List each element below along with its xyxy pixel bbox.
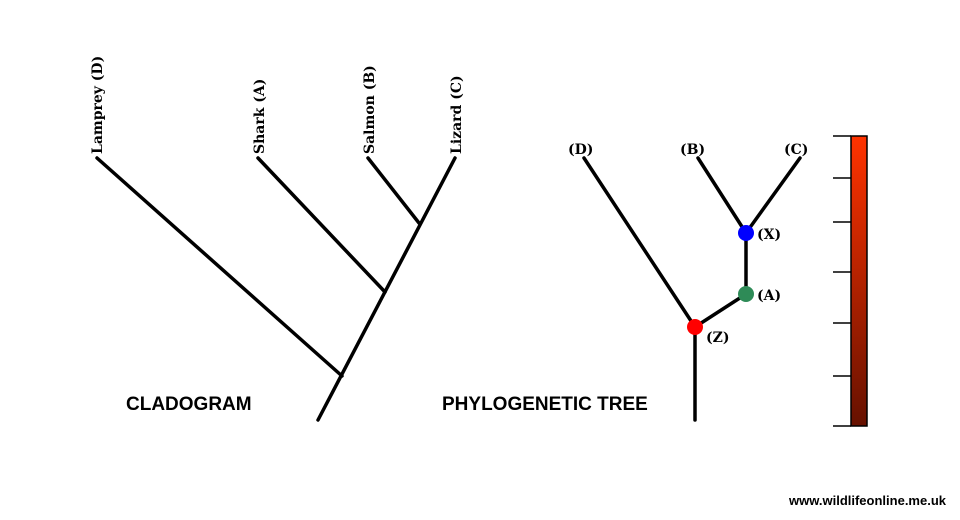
- tree-node-a: [738, 286, 754, 302]
- tree-branch-b: [696, 156, 748, 235]
- phylogenetic-tree: (D) (B) (C) (X) (A) (Z) PHYLOGENETIC TRE…: [442, 142, 808, 422]
- tree-node-x-label: (X): [757, 227, 781, 243]
- tree-branch-z-a: [693, 292, 748, 329]
- source-credit: www.wildlifeonline.me.uk: [789, 493, 946, 508]
- cladogram-branch-lamprey: [95, 156, 344, 378]
- cladogram-taxon-shark: Shark (A): [252, 79, 268, 154]
- cladogram-branch-shark: [256, 156, 387, 294]
- cladogram-branch-salmon: [366, 156, 421, 225]
- cladogram-taxon-lamprey: Lamprey (D): [90, 56, 106, 154]
- phylogenetic-tree-title: PHYLOGENETIC TREE: [442, 394, 648, 415]
- time-gradient-bar: [850, 135, 868, 427]
- tree-node-z-label: (Z): [706, 330, 729, 346]
- tree-leaf-b: (B): [680, 142, 705, 158]
- tree-node-z: [687, 319, 703, 335]
- cladogram-taxon-lizard: Lizard (C): [449, 75, 465, 154]
- tree-leaf-d: (D): [568, 142, 593, 158]
- tree-node-a-label: (A): [757, 288, 781, 304]
- tree-branch-c: [744, 156, 802, 235]
- tree-branch-d: [582, 156, 697, 329]
- tree-leaf-c: (C): [784, 142, 808, 158]
- cladogram-taxon-salmon: Salmon (B): [362, 65, 378, 154]
- cladogram: Lamprey (D) Shark (A) Salmon (B) Lizard …: [90, 56, 465, 422]
- cladogram-trunk: [316, 156, 457, 422]
- time-scale-bar: [833, 135, 868, 427]
- cladogram-title: CLADOGRAM: [126, 394, 252, 415]
- tree-node-x: [738, 225, 754, 241]
